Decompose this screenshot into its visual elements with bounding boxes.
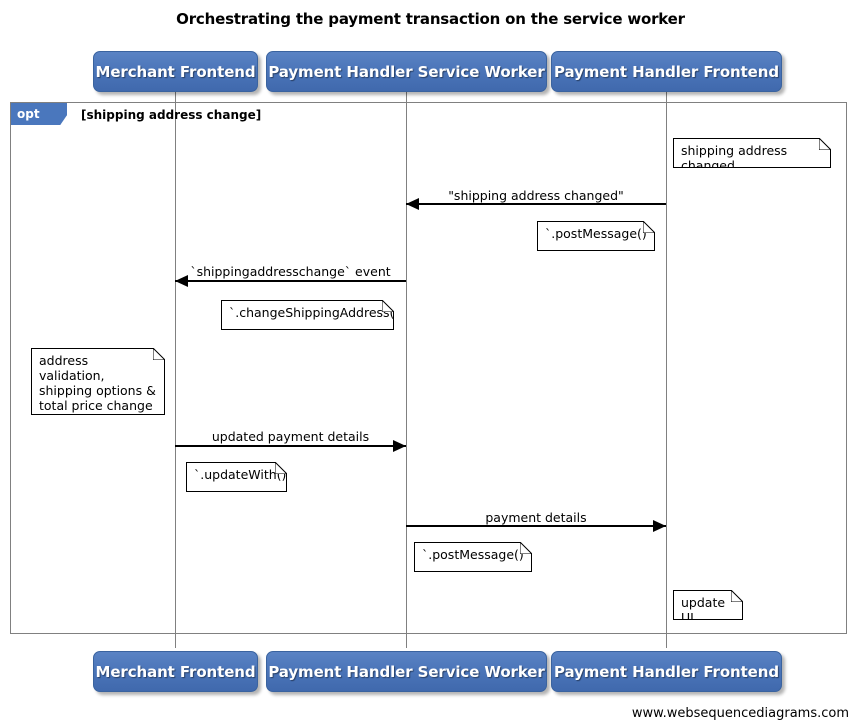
lifeline-payment-handler-frontend — [666, 92, 667, 648]
participant-payment-handler-service-worker-top[interactable]: Payment Handler Service Worker — [266, 51, 547, 92]
message-line-updated-payment-details — [175, 445, 406, 447]
participant-merchant-frontend-top[interactable]: Merchant Frontend — [93, 51, 258, 92]
participant-label: Merchant Frontend — [95, 662, 256, 681]
lifeline-merchant-frontend — [175, 92, 176, 648]
participant-label: Payment Handler Frontend — [554, 62, 779, 81]
note-shipping-address-changed: shipping address changed — [673, 138, 831, 168]
arrowhead-left-icon — [406, 198, 419, 210]
note-post-message-1: `.postMessage()` — [537, 221, 655, 251]
lifeline-payment-handler-service-worker — [406, 92, 407, 648]
participant-payment-handler-frontend-bottom[interactable]: Payment Handler Frontend — [551, 651, 782, 692]
arrowhead-left-icon — [175, 275, 188, 287]
note-update-ui: update UI — [673, 590, 743, 620]
note-update-with: `.updateWith()` — [186, 462, 287, 492]
participant-label: Payment Handler Frontend — [554, 662, 779, 681]
note-post-message-2: `.postMessage()` — [414, 542, 532, 572]
opt-fragment-frame — [10, 102, 847, 634]
message-label-updated-payment-details: updated payment details — [211, 429, 370, 444]
message-line-payment-details — [406, 525, 666, 527]
arrowhead-right-icon — [393, 440, 406, 452]
message-label-payment-details: payment details — [485, 510, 587, 525]
participant-payment-handler-service-worker-bottom[interactable]: Payment Handler Service Worker — [266, 651, 547, 692]
message-label-shippingaddresschange-event: `shippingaddresschange` event — [190, 264, 391, 279]
participant-label: Merchant Frontend — [95, 62, 256, 81]
message-line-shippingaddresschange-event — [175, 280, 406, 282]
note-change-shipping-address: `.changeShippingAddress()` — [221, 300, 394, 330]
arrowhead-right-icon — [653, 520, 666, 532]
message-line-shipping-address-changed — [406, 203, 666, 205]
participant-payment-handler-frontend-top[interactable]: Payment Handler Frontend — [551, 51, 782, 92]
participant-merchant-frontend-bottom[interactable]: Merchant Frontend — [93, 651, 258, 692]
page-title: Orchestrating the payment transaction on… — [176, 10, 685, 28]
opt-fragment-tab: opt — [11, 103, 67, 125]
participant-label: Payment Handler Service Worker — [268, 62, 545, 81]
opt-fragment-guard: [shipping address change] — [81, 108, 262, 122]
message-label-shipping-address-changed: "shipping address changed" — [448, 188, 624, 203]
note-address-validation: address validation, shipping options & t… — [31, 348, 165, 415]
footer-watermark: www.websequencediagrams.com — [631, 706, 849, 721]
participant-label: Payment Handler Service Worker — [268, 662, 545, 681]
